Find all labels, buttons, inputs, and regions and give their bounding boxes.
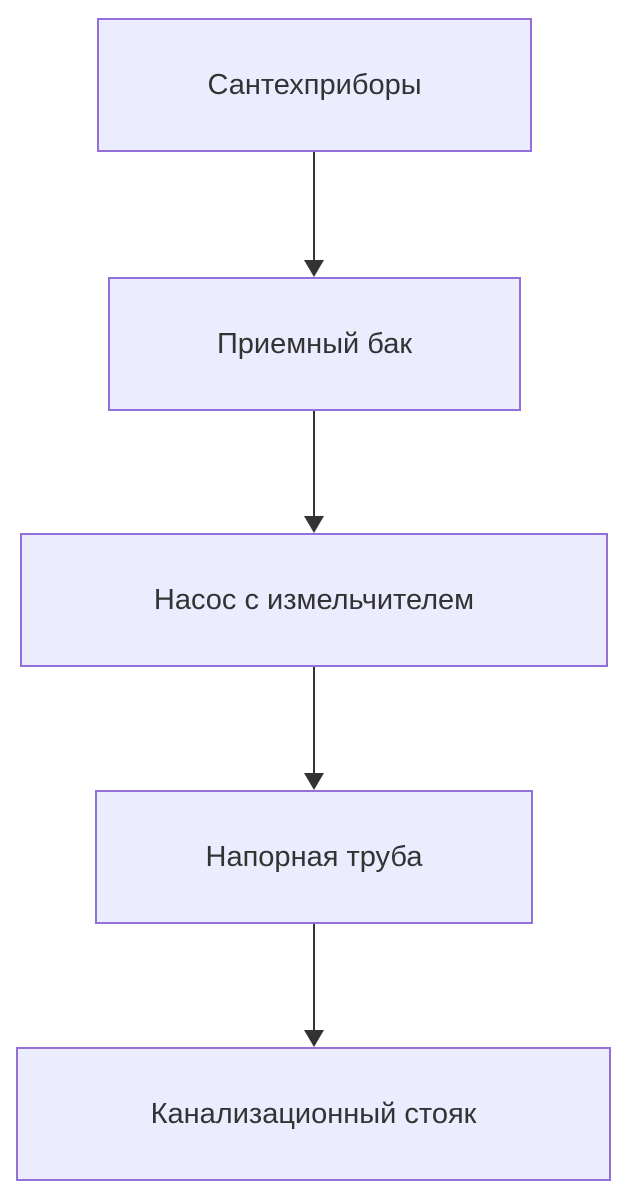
node-pressure-pipe: Напорная труба <box>95 790 533 924</box>
edge-line <box>313 411 315 520</box>
edge-line <box>313 924 315 1034</box>
node-label: Насос с измельчителем <box>153 583 475 616</box>
arrowhead-icon <box>304 260 324 277</box>
edge-line <box>313 152 315 264</box>
edge-line <box>313 667 315 777</box>
edge-3 <box>304 667 325 790</box>
arrowhead-icon <box>304 1030 324 1047</box>
node-sanitary-fixtures: Сантехприборы <box>97 18 532 152</box>
edge-1 <box>304 152 325 277</box>
edge-4 <box>304 924 325 1047</box>
node-label: Канализационный стояк <box>150 1097 477 1130</box>
arrowhead-icon <box>304 773 324 790</box>
node-grinder-pump: Насос с измельчителем <box>20 533 608 667</box>
node-label: Сантехприборы <box>207 68 422 101</box>
node-label: Приемный бак <box>216 327 413 360</box>
node-sewer-riser: Канализационный стояк <box>16 1047 611 1181</box>
edge-2 <box>304 411 325 533</box>
arrowhead-icon <box>304 516 324 533</box>
node-label: Напорная труба <box>205 840 423 873</box>
node-receiving-tank: Приемный бак <box>108 277 521 411</box>
